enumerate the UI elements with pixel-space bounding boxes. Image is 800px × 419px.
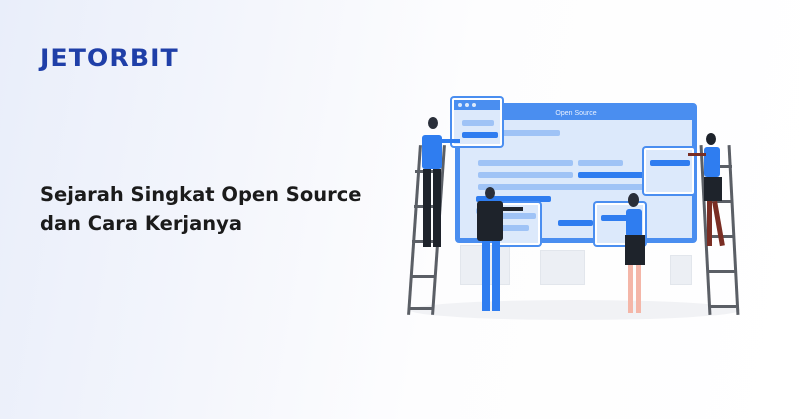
content-bar bbox=[478, 184, 658, 190]
card-bar bbox=[601, 215, 629, 221]
content-bar bbox=[578, 172, 648, 178]
person-center-right bbox=[610, 193, 655, 318]
content-bar bbox=[478, 172, 573, 178]
content-bar bbox=[500, 130, 560, 136]
content-bar bbox=[578, 160, 623, 166]
card-bar bbox=[462, 132, 498, 138]
page-title: Sejarah Singkat Open Source dan Cara Ker… bbox=[40, 180, 362, 238]
content-bar bbox=[558, 220, 593, 226]
card-bar bbox=[462, 120, 494, 126]
card-bar bbox=[501, 213, 536, 219]
card-bar bbox=[501, 225, 529, 231]
monitor-title-bar: Open Source bbox=[460, 108, 692, 120]
title-line-2: dan Cara Kerjanya bbox=[40, 212, 243, 235]
cabinet-middle bbox=[540, 250, 585, 285]
person-right-ladder bbox=[688, 133, 741, 253]
floating-card-right bbox=[644, 148, 694, 194]
content-bar bbox=[476, 196, 551, 202]
person-center-left bbox=[475, 187, 525, 317]
open-source-illustration: Open Source bbox=[400, 95, 760, 325]
title-line-1: Sejarah Singkat Open Source bbox=[40, 183, 362, 206]
content-bar bbox=[478, 160, 573, 166]
card-bar bbox=[650, 160, 690, 166]
jetorbit-logo: JETORBIT bbox=[40, 44, 179, 72]
person-left-ladder bbox=[414, 117, 460, 252]
ground-shadow bbox=[410, 300, 740, 320]
plant-pot bbox=[670, 255, 692, 285]
floating-card-top-left bbox=[452, 98, 502, 146]
